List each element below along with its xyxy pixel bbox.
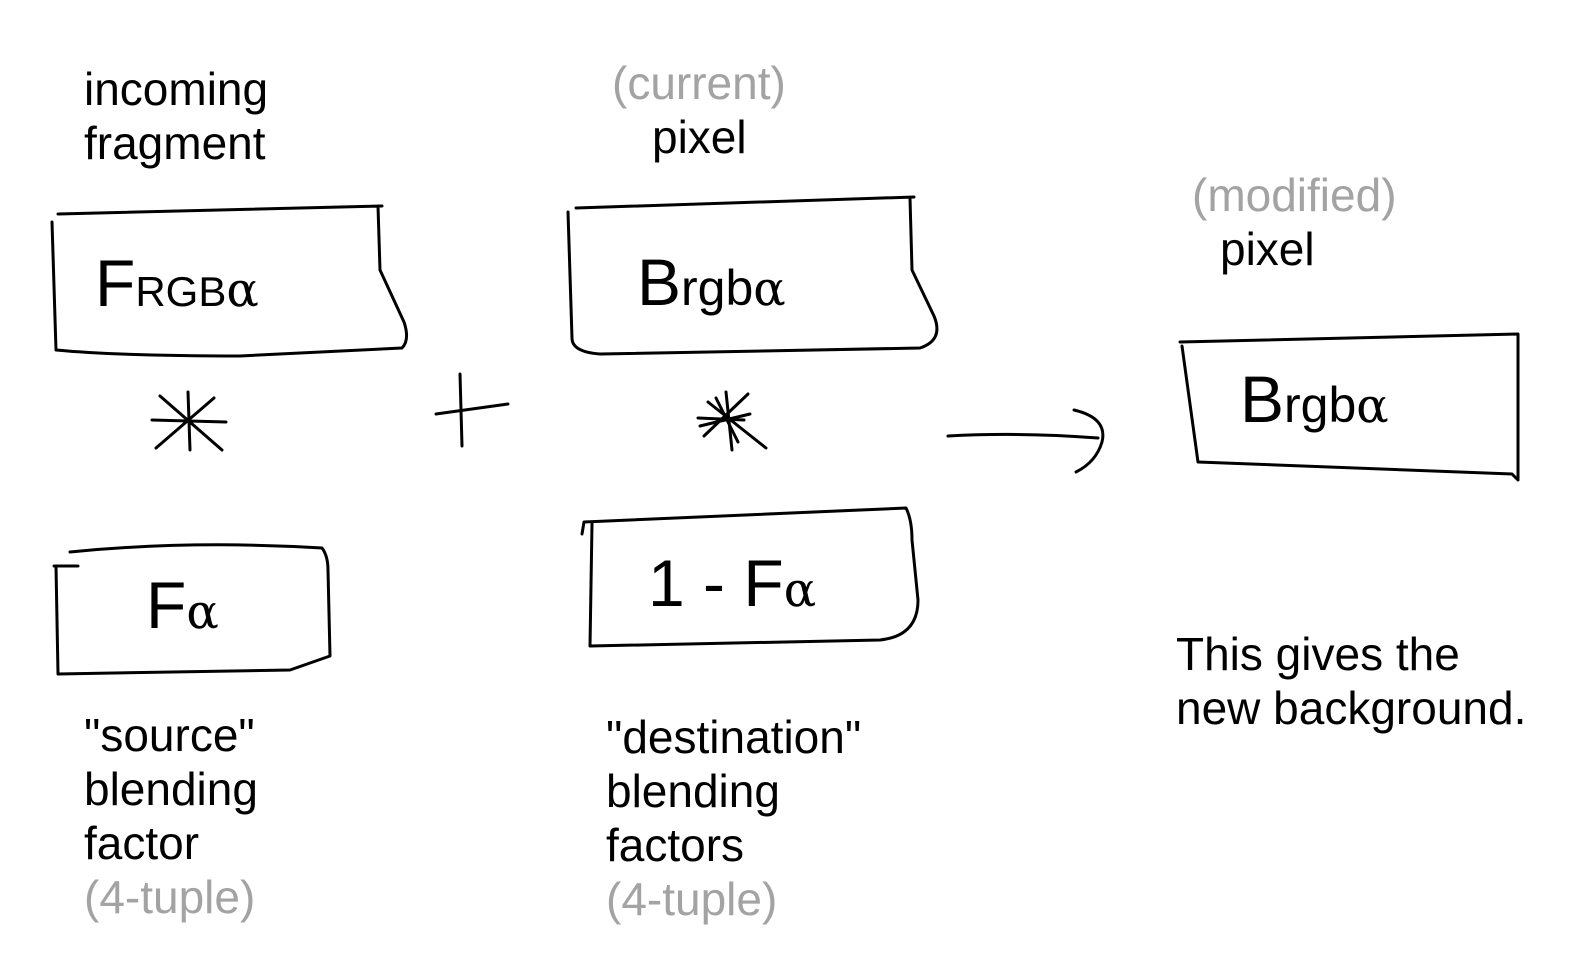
plus-sign-icon <box>434 372 510 448</box>
source-factor-box: Fα <box>52 543 332 676</box>
multiply-asterisk-icon-2 <box>696 390 768 452</box>
source-factor-label: "source" blending factor (4-tuple) <box>84 708 258 924</box>
pixel-symbol: Brgbα <box>637 245 786 319</box>
source-factor-symbol: Fα <box>146 568 219 642</box>
right-arrow-icon <box>946 408 1105 474</box>
destination-line2: blending <box>606 765 780 817</box>
destination-line3: factors <box>606 819 745 871</box>
destination-line1: "destination" <box>606 711 862 763</box>
source-line3: factor <box>84 817 200 869</box>
fragment-box: FRGBα <box>50 204 409 358</box>
source-tuple: (4-tuple) <box>84 871 256 923</box>
note-line2: new background. <box>1176 682 1527 734</box>
source-line2: blending <box>84 763 258 815</box>
incoming-line1: incoming <box>84 63 269 115</box>
destination-tuple: (4-tuple) <box>606 873 778 925</box>
current-pixel-label: (current) pixel <box>612 56 786 164</box>
pixel-box: Brgbα <box>566 195 939 356</box>
multiply-asterisk-icon <box>150 390 228 452</box>
dest-factor-symbol: 1 - Fα <box>648 546 816 620</box>
modified-pixel-label: (modified) pixel <box>1192 168 1397 276</box>
result-note: This gives the new background. <box>1176 627 1526 735</box>
current-pixel-word: pixel <box>652 111 747 163</box>
current-qualifier: (current) <box>612 57 786 109</box>
fragment-symbol: FRGBα <box>95 246 259 320</box>
incoming-line2: fragment <box>84 117 266 169</box>
destination-factor-label: "destination" blending factors (4-tuple) <box>606 710 861 926</box>
dest-factor-box: 1 - Fα <box>580 506 920 648</box>
result-box: Brgbα <box>1178 332 1520 482</box>
modified-pixel-word: pixel <box>1220 223 1315 275</box>
incoming-fragment-label: incoming fragment <box>84 62 268 170</box>
source-line1: "source" <box>84 709 255 761</box>
note-line1: This gives the <box>1176 628 1460 680</box>
modified-qualifier: (modified) <box>1192 169 1397 221</box>
result-symbol: Brgbα <box>1240 362 1389 436</box>
